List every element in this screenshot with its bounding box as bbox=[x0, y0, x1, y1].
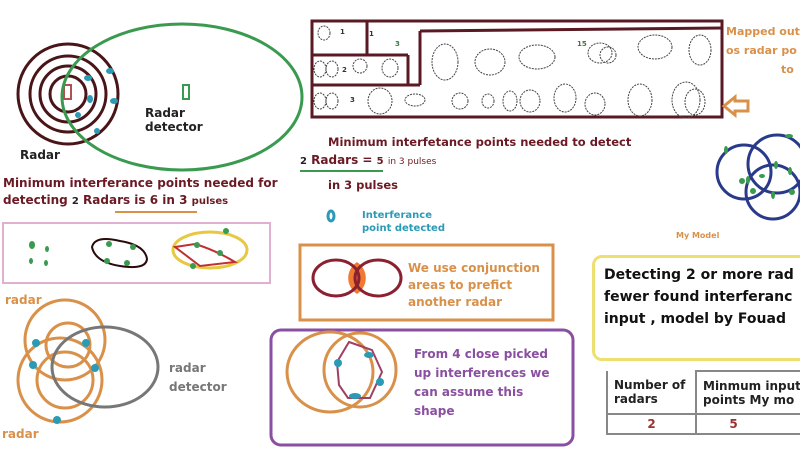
mapped-shapes bbox=[313, 25, 712, 119]
text: shape bbox=[414, 404, 455, 418]
text: detecting bbox=[3, 193, 68, 207]
text: Radars is bbox=[83, 193, 146, 207]
text: Radars = bbox=[311, 153, 373, 167]
min-points-line1: Minimum interferance points needed for bbox=[3, 176, 278, 190]
summary-box: Detecting 2 or more rad fewer found inte… bbox=[592, 255, 800, 361]
text: input , model by Fouad bbox=[604, 311, 786, 327]
conjunction-text: We use conjunction areas to prefict anot… bbox=[408, 260, 540, 311]
mapped-text: Mapped out os radar po to bbox=[726, 22, 800, 79]
detector-label: Radar detector bbox=[145, 106, 215, 135]
text: 2 bbox=[71, 196, 79, 207]
examples-box bbox=[2, 222, 271, 284]
text: Minmum input bbox=[703, 378, 800, 393]
text: Radar detector bbox=[145, 106, 203, 135]
text: Detecting 2 or more rad bbox=[604, 267, 794, 283]
scattered-points bbox=[29, 241, 49, 266]
detector-ellipse bbox=[50, 325, 160, 409]
radar-ellipse bbox=[285, 330, 375, 414]
conjunction-box bbox=[298, 243, 555, 322]
text: radar bbox=[169, 361, 206, 375]
text: radars bbox=[614, 392, 658, 406]
text: areas to prefict bbox=[408, 278, 513, 292]
radar-ellipse bbox=[311, 258, 361, 298]
radar-detector-label: radar detector bbox=[169, 359, 227, 397]
fitted-ellipse bbox=[171, 230, 249, 270]
text: another radar bbox=[408, 295, 503, 309]
grid-number: 1 bbox=[369, 30, 374, 38]
text: to bbox=[781, 63, 794, 76]
assumed-shape bbox=[335, 340, 384, 399]
shape-points bbox=[104, 241, 136, 266]
grid-number: 2 bbox=[342, 66, 347, 74]
text: We use conjunction bbox=[408, 261, 540, 275]
text: Number of bbox=[614, 378, 686, 392]
text: can assume this bbox=[414, 385, 524, 399]
model-points bbox=[724, 134, 795, 199]
radar-top-label: radar bbox=[5, 293, 42, 307]
grid-number: 1 bbox=[340, 28, 345, 36]
text: 2 bbox=[300, 156, 307, 167]
radar-circles bbox=[16, 298, 107, 424]
interference-point-legend-icon bbox=[326, 209, 336, 223]
radar-ellipse bbox=[322, 331, 398, 409]
shape-box bbox=[269, 328, 575, 447]
fitted-points bbox=[190, 228, 229, 269]
cell-min-points: 5 bbox=[695, 413, 800, 435]
middle-title: Minimum interfetance points needed to de… bbox=[328, 135, 632, 149]
radar-bottom-label: radar bbox=[2, 427, 39, 441]
radars-value: 5 bbox=[376, 156, 384, 167]
text: Mapped out bbox=[726, 25, 800, 38]
model-circles bbox=[715, 133, 800, 221]
arrow-left-icon bbox=[721, 93, 750, 119]
interference-points bbox=[334, 352, 384, 399]
legend-label-line2: point detected bbox=[362, 223, 445, 234]
pulses-line: in 3 pulses bbox=[328, 178, 398, 192]
text: os radar po bbox=[726, 44, 797, 57]
text: From 4 close picked bbox=[414, 347, 548, 361]
cell-radars: 2 bbox=[606, 413, 697, 435]
interference-points bbox=[75, 68, 118, 134]
text: detector bbox=[169, 380, 227, 394]
grid-number: 3 bbox=[395, 40, 400, 48]
text: up interferences we bbox=[414, 366, 550, 380]
conjunction-area bbox=[348, 262, 366, 294]
grid-number: 15 bbox=[577, 40, 587, 48]
text: fewer found interferanc bbox=[604, 289, 793, 305]
legend-label-line1: Interferance bbox=[362, 210, 432, 221]
detector-marker bbox=[182, 84, 190, 100]
text: points My mo bbox=[703, 392, 795, 407]
radar-label: Radar bbox=[20, 148, 60, 162]
radar-marker bbox=[63, 84, 72, 100]
text: pulses bbox=[191, 196, 229, 207]
radar-rings bbox=[16, 42, 120, 146]
outlined-shape bbox=[90, 238, 149, 269]
radar-ellipse bbox=[353, 258, 403, 298]
shape-text: From 4 close picked up interferences we … bbox=[414, 345, 550, 421]
mapped-grid bbox=[310, 19, 724, 119]
model-label: My Model bbox=[676, 231, 720, 240]
table-row: 2 5 bbox=[606, 413, 800, 435]
grid-number: 3 bbox=[350, 96, 355, 104]
min-points-value: 6 in 3 bbox=[149, 193, 188, 207]
interference-points bbox=[29, 339, 99, 424]
text: in 3 pulses bbox=[387, 157, 437, 167]
radars-equation: 2 Radars = 5 in 3 pulses bbox=[300, 153, 436, 168]
detector-range bbox=[60, 22, 304, 172]
min-points-line2: detecting 2 Radars is 6 in 3 pulses bbox=[3, 193, 228, 208]
